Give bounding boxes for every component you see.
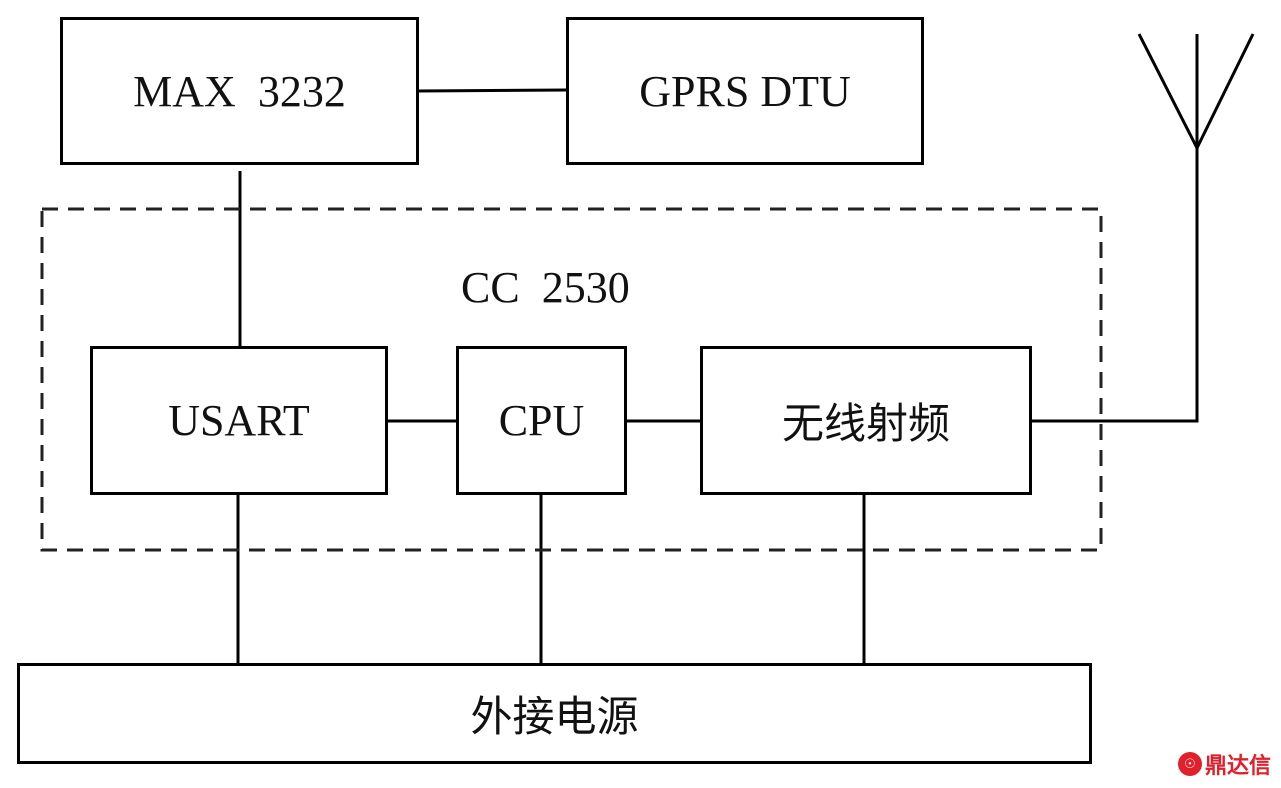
link-max3232-gprs [417, 88, 568, 93]
usart-block: USART [90, 346, 388, 495]
rf-block: 无线射频 [700, 346, 1032, 495]
watermark-text: 鼎达信 [1204, 754, 1271, 779]
watermark-logo-icon: ☉ [1177, 752, 1202, 776]
cpu-label: CPU [498, 396, 585, 445]
max3232-label: MAX 3232 [133, 66, 346, 116]
gprs-dtu-label: GPRS DTU [639, 66, 851, 116]
cc2530-boundary [40, 207, 1103, 552]
power-label: 外接电源 [470, 692, 639, 741]
watermark: ☉ 鼎达信 [1177, 748, 1271, 780]
link-rf-antenna [1030, 148, 1199, 423]
usart-label: USART [168, 396, 310, 445]
cpu-block: CPU [456, 346, 627, 495]
max3232-block: MAX 3232 [60, 17, 419, 165]
cc2530-group-label: CC 2530 [461, 263, 630, 312]
rf-label: 无线射频 [781, 399, 950, 448]
power-block: 外接电源 [17, 663, 1092, 764]
antenna-icon [1137, 33, 1255, 149]
gprs-dtu-block: GPRS DTU [566, 17, 924, 165]
